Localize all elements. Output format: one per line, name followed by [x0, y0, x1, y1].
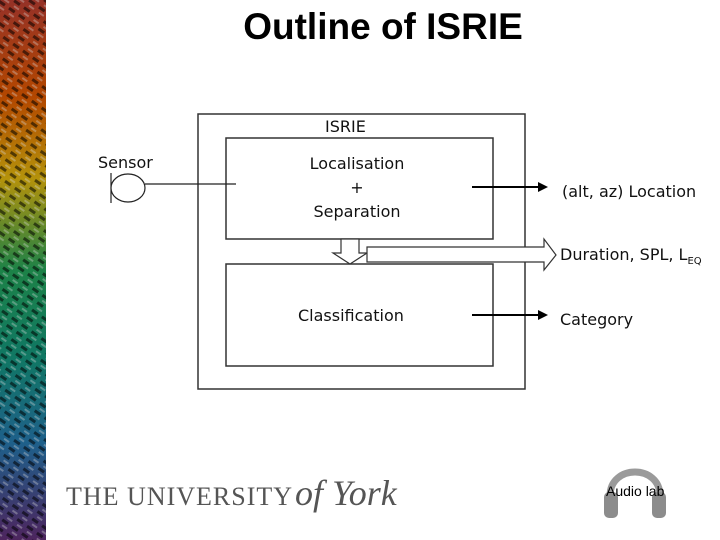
sensor-label: Sensor [98, 153, 153, 172]
leq-subscript: EQ [687, 256, 702, 268]
page-title: Outline of ISRIE [243, 6, 523, 47]
university-logo: THE UNIVERSITYof York [66, 472, 397, 514]
classification-label: Classification [298, 306, 404, 325]
duration-output-label: Duration, SPL, LEQ [560, 245, 702, 267]
localisation-separation-label: Localisation + Separation [296, 152, 418, 224]
audio-lab-label: Audio lab [606, 483, 665, 499]
location-output-label: (alt, az) Location [562, 182, 697, 201]
separation-text: Separation [313, 202, 401, 221]
decorative-sidebar [0, 0, 46, 540]
down-arrow-icon [330, 238, 370, 265]
isrie-label: ISRIE [325, 117, 366, 136]
category-output-arrow [472, 310, 548, 320]
university-text: THE UNIVERSITY [66, 482, 294, 511]
york-text: of York [295, 473, 397, 513]
plus-text: + [350, 178, 364, 197]
localisation-text: Localisation [309, 154, 405, 173]
sidebar-graphic [0, 0, 46, 540]
duration-output-text: Duration, SPL, L [560, 245, 688, 264]
duration-output-arrow [366, 237, 557, 272]
category-output-label: Category [560, 310, 634, 329]
location-output-arrow [472, 182, 548, 192]
sensor-icon [110, 173, 146, 203]
headphones-icon [604, 468, 666, 518]
